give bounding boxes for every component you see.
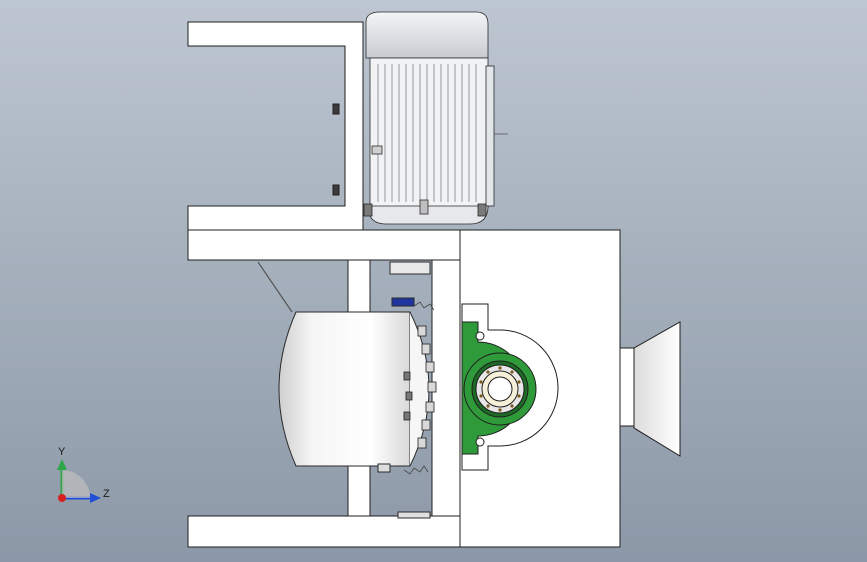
spring-bottom <box>403 465 429 475</box>
z-axis-label: Z <box>103 488 110 500</box>
bearing-housing[interactable] <box>461 303 559 471</box>
spring-top <box>413 301 435 311</box>
grinding-drum[interactable] <box>278 261 437 519</box>
support-brace <box>257 261 293 313</box>
motor-bracket[interactable] <box>187 21 364 231</box>
bearing-rollers <box>479 366 521 412</box>
axis-triad: Y Z <box>57 446 110 503</box>
motor-fins <box>377 64 477 202</box>
y-axis-label: Y <box>58 446 66 458</box>
outlet-hopper[interactable] <box>619 321 681 457</box>
rotor-hammers <box>403 325 437 449</box>
origin-marker <box>58 494 66 502</box>
electric-motor[interactable] <box>363 11 508 225</box>
